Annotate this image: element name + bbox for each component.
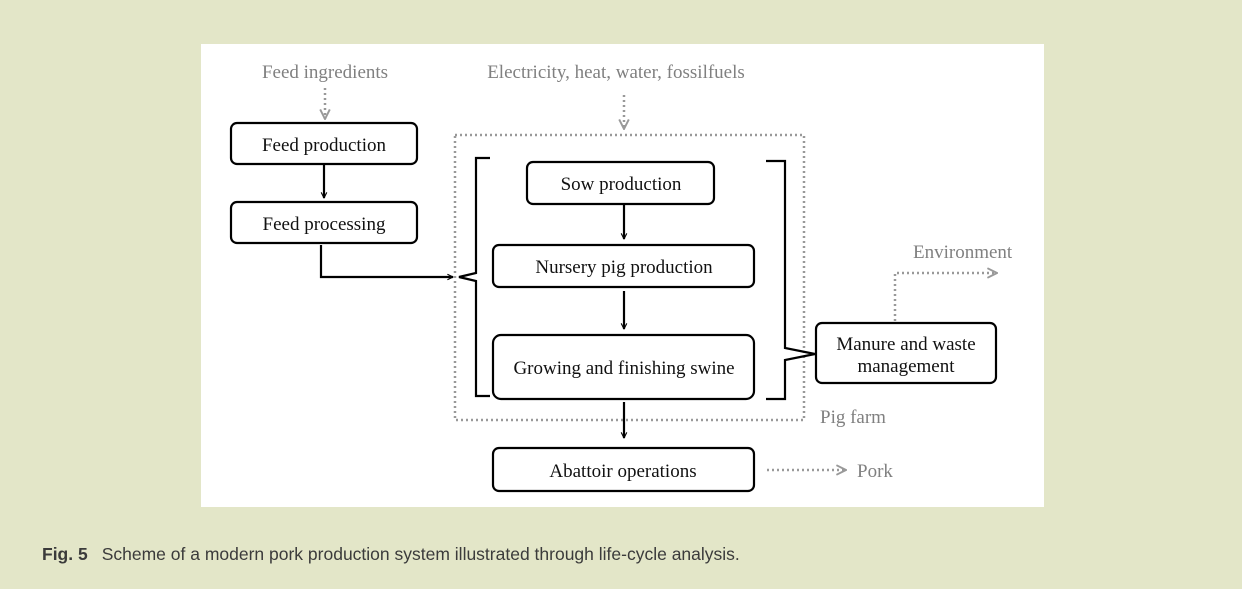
feed-processing-box [229, 200, 419, 245]
feed-ingredients-label: Feed ingredients [262, 62, 388, 83]
pork-label: Pork [857, 461, 893, 482]
manure-waste-box [814, 321, 998, 385]
figure-caption: Fig. 5 Scheme of a modern pork production… [42, 544, 740, 565]
feed-production-text: Feed production [262, 135, 387, 156]
growing-finishing-text: Growing and finishing swine [513, 358, 734, 379]
feed-production-box [229, 121, 419, 166]
left-brace [458, 156, 490, 398]
environment-arrow [893, 273, 997, 321]
abattoir-text: Abattoir operations [549, 461, 696, 482]
figure-panel: Feed ingredients Electricity, heat, wate… [201, 44, 1044, 507]
pig-farm-boundary [453, 133, 806, 422]
caption-text: Scheme of a modern pork production syste… [101, 544, 740, 564]
environment-label: Environment [913, 242, 1013, 263]
manure-waste-text-line1: Manure and waste [836, 334, 975, 355]
abattoir-box [491, 446, 756, 493]
energy-inputs-label: Electricity, heat, water, fossilfuels [487, 62, 745, 83]
growing-finishing-box [491, 333, 756, 401]
pig-farm-label: Pig farm [820, 407, 886, 428]
nursery-pig-production-box [491, 243, 756, 289]
sow-production-text: Sow production [561, 174, 682, 195]
feed-to-farm-arrow [319, 245, 453, 277]
nursery-pig-production-text: Nursery pig production [535, 257, 713, 278]
lca-flow-diagram: Feed ingredients Electricity, heat, wate… [229, 62, 1013, 493]
feed-processing-text: Feed processing [263, 214, 386, 235]
sow-production-box [525, 160, 716, 206]
figure-number: Fig. 5 [42, 544, 88, 564]
right-brace [766, 159, 816, 401]
manure-waste-text-line2: management [857, 356, 955, 377]
